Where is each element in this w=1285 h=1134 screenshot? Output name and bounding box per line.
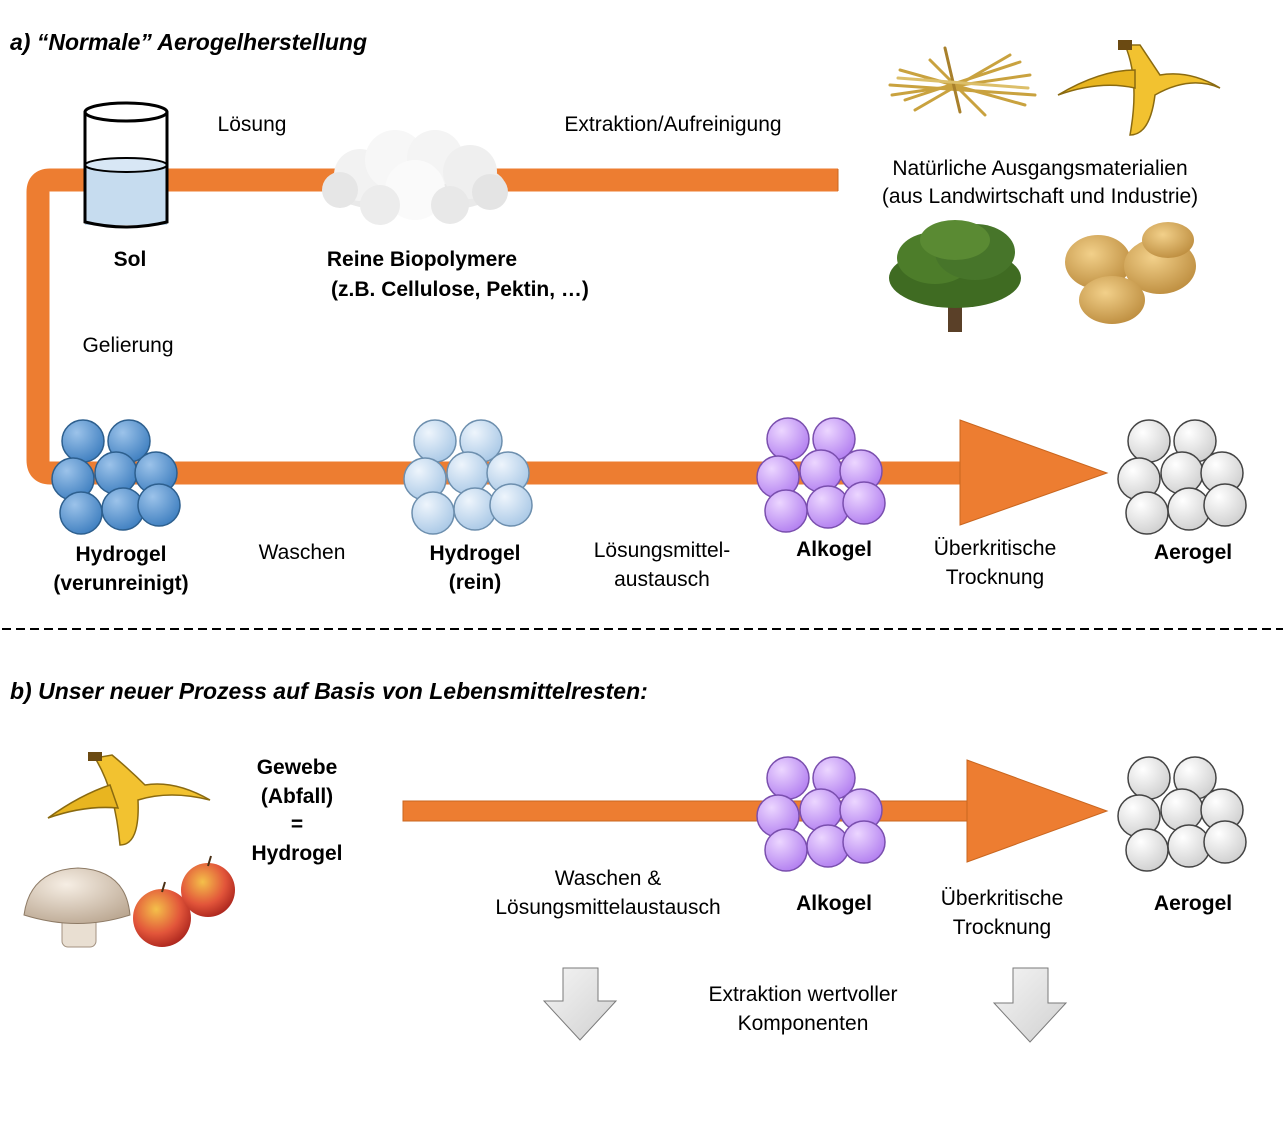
sphere <box>1127 419 1171 463</box>
label-natural-1: Natürliche Ausgangsmaterialien <box>892 157 1187 180</box>
label-drying-a-2: Trocknung <box>946 566 1044 589</box>
apples-icon <box>133 855 235 947</box>
straw-icon <box>888 46 1037 117</box>
sphere <box>764 828 808 872</box>
sphere <box>61 419 105 463</box>
flow-path-a <box>26 168 960 485</box>
tree-icon <box>889 220 1021 332</box>
sphere <box>1203 820 1247 864</box>
sphere <box>489 483 533 527</box>
drying-arrow-head-a <box>959 419 1109 526</box>
label-hydrogel-dirty-2: (verunreinigt) <box>53 572 188 595</box>
hydrogel-pure-cluster <box>403 419 533 535</box>
mushroom-icon <box>23 867 131 948</box>
label-drying-a-1: Überkritische <box>934 537 1057 560</box>
sphere <box>764 489 808 533</box>
label-natural-2: (aus Landwirtschaft und Industrie) <box>882 185 1198 208</box>
sphere <box>842 820 886 864</box>
label-aerogel-b: Aerogel <box>1154 892 1232 915</box>
banana-peel-icon-b <box>47 752 211 846</box>
sphere <box>766 417 810 461</box>
section-a-heading: a) “Normale” Aerogelherstellung <box>10 29 367 55</box>
sphere <box>766 756 810 800</box>
sphere <box>413 419 457 463</box>
label-hydrogel-pure-2: (rein) <box>449 571 502 594</box>
alkogel-cluster-a <box>756 417 886 533</box>
label-sol: Sol <box>114 248 147 271</box>
label-waschen: Waschen <box>259 541 346 564</box>
label-wash-exchange-1: Waschen & <box>555 867 662 890</box>
alkogel-cluster-b <box>756 756 886 872</box>
aerogel-cluster-b <box>1117 756 1247 872</box>
sphere <box>59 491 103 535</box>
sphere <box>842 481 886 525</box>
label-alkogel-b: Alkogel <box>796 892 872 915</box>
label-wash-exchange-2: Lösungsmittelaustausch <box>495 896 720 919</box>
down-arrow-left <box>542 967 618 1041</box>
sphere <box>446 451 490 495</box>
label-tissue-3: = <box>291 813 303 836</box>
sphere <box>1160 788 1204 832</box>
sphere <box>1125 828 1169 872</box>
sphere <box>1127 756 1171 800</box>
label-hydrogel-pure-1: Hydrogel <box>429 542 520 565</box>
label-drying-b-1: Überkritische <box>941 887 1064 910</box>
label-tissue-2: (Abfall) <box>261 785 333 808</box>
biopolymer-powder-icon <box>322 130 508 225</box>
sphere <box>1203 483 1247 527</box>
label-exchange-2: austausch <box>614 568 710 591</box>
drying-arrow-head-b <box>966 759 1109 863</box>
sphere <box>1125 491 1169 535</box>
label-biopolymers-1: Reine Biopolymere <box>327 248 517 271</box>
down-arrow-right <box>992 967 1068 1043</box>
label-biopolymers-2: (z.B. Cellulose, Pektin, …) <box>331 278 589 301</box>
label-extraction-1: Extraktion wertvoller <box>708 983 897 1006</box>
label-alkogel-a: Alkogel <box>796 538 872 561</box>
sphere <box>799 788 843 832</box>
sphere <box>799 449 843 493</box>
sphere <box>1160 451 1204 495</box>
flow-path-b <box>402 800 969 822</box>
label-tissue-1: Gewebe <box>257 756 338 779</box>
potatoes-icon <box>1065 222 1196 324</box>
section-b-heading: b) Unser neuer Prozess auf Basis von Leb… <box>10 678 648 704</box>
sphere <box>137 483 181 527</box>
beaker-icon <box>83 101 169 229</box>
hydrogel-dirty-cluster <box>51 419 181 535</box>
label-extraction-2: Komponenten <box>738 1012 869 1035</box>
label-exchange-1: Lösungsmittel- <box>594 539 731 562</box>
aerogel-cluster-a <box>1117 419 1247 535</box>
sphere <box>411 491 455 535</box>
label-hydrogel-dirty-1: Hydrogel <box>75 543 166 566</box>
banana-peel-icon <box>1057 40 1221 136</box>
label-loesung: Lösung <box>218 113 287 136</box>
label-gelierung: Gelierung <box>82 334 173 357</box>
label-extraktion: Extraktion/Aufreinigung <box>564 113 781 136</box>
label-aerogel-a: Aerogel <box>1154 541 1232 564</box>
label-tissue-4: Hydrogel <box>251 842 342 865</box>
sphere <box>94 451 138 495</box>
label-drying-b-2: Trocknung <box>953 916 1051 939</box>
